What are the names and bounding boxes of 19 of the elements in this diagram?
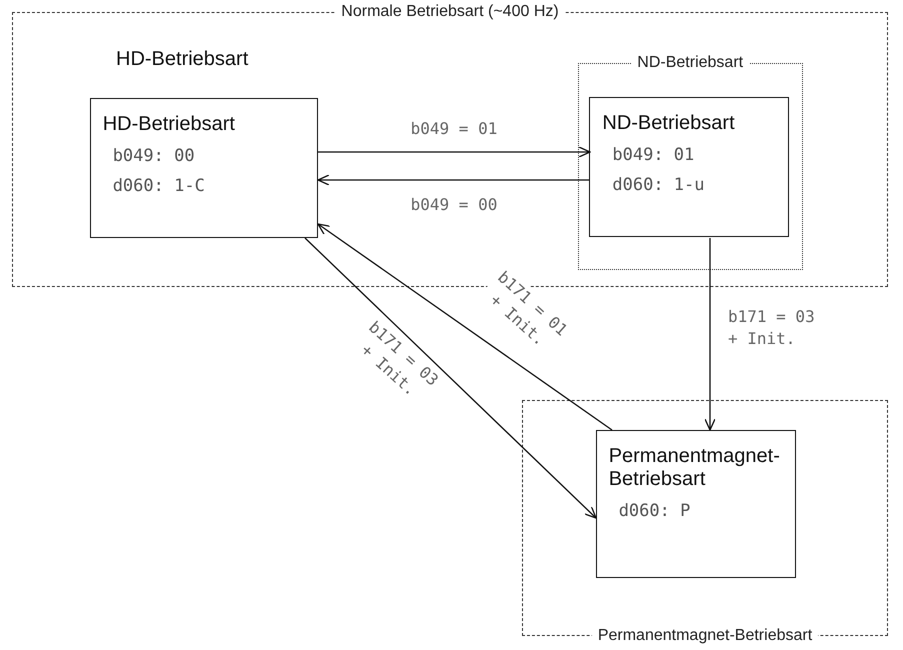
section-heading: HD-Betriebsart	[116, 48, 248, 71]
arrow	[304, 238, 597, 519]
arrow	[318, 146, 591, 158]
region-title: Permanentmagnet-Betriebsart	[592, 627, 818, 645]
parameter-value: d060: 1-C	[112, 176, 206, 196]
parameter-value: d060: P	[618, 500, 692, 521]
arrow	[317, 223, 612, 431]
mode-title: Permanentmagnet-Betriebsart	[608, 444, 781, 491]
region-title: Normale Betriebsart (~400 Hz)	[335, 3, 565, 21]
parameter-value: b049: 01	[611, 145, 696, 166]
mode-box	[90, 98, 318, 238]
arrow	[317, 174, 590, 186]
arrow	[704, 238, 716, 431]
mode-title: HD-Betriebsart	[102, 112, 236, 136]
mode-title: ND-Betriebsart	[602, 112, 736, 136]
mode-box	[589, 97, 790, 238]
parameter-value: b049: 00	[112, 146, 196, 166]
mode-box	[596, 430, 796, 578]
parameter-value: d060: 1-u	[611, 175, 706, 196]
